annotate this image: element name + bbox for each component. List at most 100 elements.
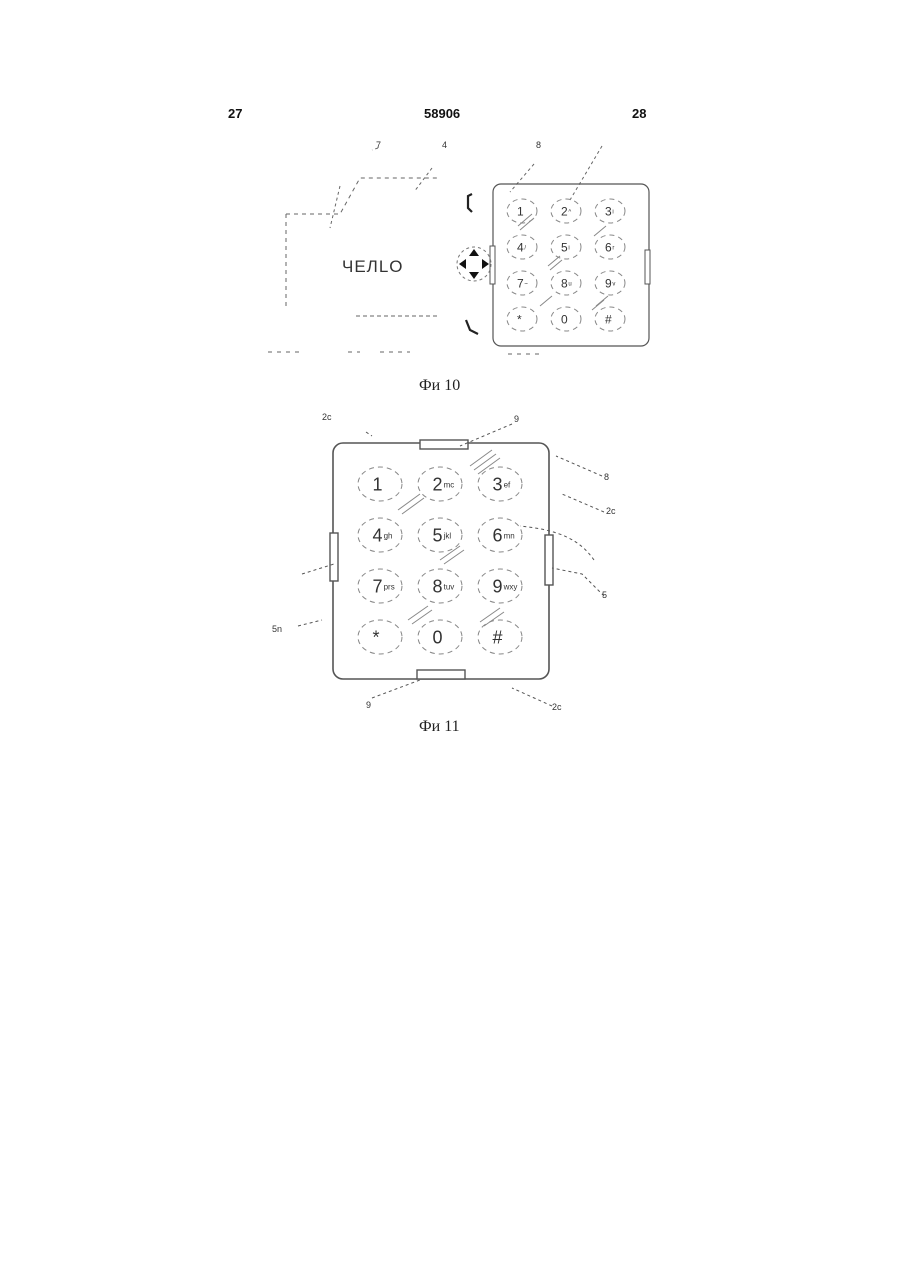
fig11-key-digit: 1 [372, 474, 382, 494]
fig10-key-digit: 5 [561, 240, 568, 254]
fig10-key-digit: 2 [561, 204, 568, 218]
arrow-down-icon [469, 272, 479, 279]
fig10-key-letters: r [612, 245, 614, 251]
call-handset-icon [468, 194, 472, 212]
fig10-key-digit: 9 [605, 276, 612, 290]
fig11-ref-9-top: 9 [514, 414, 519, 424]
fig11-key-digit: 4 [372, 525, 382, 545]
fig11-key-digit: # [492, 627, 502, 647]
fig11-ref-top-left: 2c [322, 412, 332, 422]
fig11-left-connector [330, 533, 338, 581]
fig10-key-letters: ^ [568, 209, 571, 215]
fig11-key-letters: gh [384, 532, 393, 541]
fig10-ref-7: 7 [376, 140, 381, 150]
fig11-key-letters: wxy [503, 583, 518, 592]
fig11-key-letters: tuv [444, 583, 455, 592]
fig11-key-11: 0 [418, 620, 462, 654]
fig11-key-4: 4gh [358, 518, 402, 552]
fig11-key-letters: jkl [443, 532, 452, 541]
fig11-key-digit: 8 [432, 576, 442, 596]
fig10-key-5: 5i [551, 235, 581, 259]
fig11-key-digit: * [372, 627, 379, 647]
fig10-key-4: 4/ [507, 235, 537, 259]
fig10-key-digit: 4 [517, 240, 524, 254]
fig10-leader-8 [510, 164, 534, 192]
fig10-display-text: ЧЕЛLO [342, 257, 404, 276]
fig10-leader-keypad [570, 146, 602, 200]
fig11-key-digit: 2 [432, 474, 442, 494]
figure-10-caption: Фи 10 [419, 377, 460, 395]
fig10-ref-8: 8 [536, 140, 541, 150]
fig11-ref-2c-right: 2c [606, 506, 616, 516]
figure-11 [298, 424, 604, 706]
fig11-leader-top-left [366, 432, 372, 436]
fig10-key-3: 3i [595, 199, 625, 223]
fig10-key-1: 1 [507, 199, 537, 223]
fig10-key-7: 7~ [507, 271, 537, 295]
fig11-key-10: * [358, 620, 402, 654]
navigation-pad [457, 247, 491, 281]
fig11-leader-curve [520, 526, 594, 560]
fig11-ref-bottom-right: 2c [552, 702, 562, 712]
fig10-key-8: 8u [551, 271, 581, 295]
fig11-key-1: 1 [358, 467, 402, 501]
fig11-ref-5-right: 5 [602, 590, 607, 600]
fig10-key-letters: v [612, 281, 615, 287]
fig11-key-digit: 9 [492, 576, 502, 596]
arrow-left-icon [459, 259, 466, 269]
fig11-key-letters: mc [444, 481, 455, 490]
fig11-ref-9-bottom: 9 [366, 700, 371, 710]
fig10-key-digit: # [605, 312, 612, 326]
fig11-key-12: # [478, 620, 522, 654]
fig10-key-letters: i [612, 209, 613, 215]
fig11-key-digit: 0 [432, 627, 442, 647]
fig11-key-3: 3ef [478, 467, 522, 501]
fig11-key-letters: prs [384, 583, 395, 592]
fig10-key-digit: * [517, 312, 522, 326]
fig11-leader-9-bottom [372, 680, 420, 698]
fig11-bottom-connector [417, 670, 465, 679]
fig11-leader-5n [298, 620, 322, 626]
fig10-leader-4 [414, 168, 432, 192]
fig11-leader-5-right [552, 568, 604, 596]
fig11-key-digit: 5 [432, 525, 442, 545]
fig11-leader-2c-right [562, 494, 604, 512]
fig10-key-2: 2^ [551, 199, 581, 223]
fig11-key-digit: 7 [372, 576, 382, 596]
fig10-display-outline-top [286, 178, 440, 214]
arrow-up-icon [469, 249, 479, 256]
fig10-key-digit: 8 [561, 276, 568, 290]
fig11-key-6: 6mn [478, 518, 522, 552]
figure-11-caption: Фи 11 [419, 718, 460, 736]
fig11-right-connector [545, 535, 553, 585]
fig10-key-6: 6r [595, 235, 625, 259]
fig11-leader-8 [556, 456, 602, 476]
fig11-ref-5n: 5n [272, 624, 282, 634]
fig11-key-digit: 6 [492, 525, 502, 545]
fig10-key-letters: u [568, 281, 571, 287]
fig11-key-letters: ef [504, 481, 511, 490]
fig10-ref-4: 4 [442, 140, 447, 150]
fig11-key-digit: 3 [492, 474, 502, 494]
fig10-key-9: 9v [595, 271, 625, 295]
fig10-key-11: 0 [551, 307, 581, 331]
fig11-key-2: 2mc [418, 467, 462, 501]
fig10-key-letters: / [524, 245, 526, 251]
fig11-top-connector [420, 440, 468, 449]
fig10-key-10: * [507, 307, 537, 331]
fig11-key-9: 9wxy [478, 569, 522, 603]
fig10-key-letters: i [568, 245, 569, 251]
figure-10 [268, 146, 650, 354]
fig10-key-digit: 1 [517, 204, 524, 218]
fig10-hatching [518, 214, 608, 310]
fig10-key-digit: 6 [605, 240, 612, 254]
fig11-leader-left [302, 564, 334, 574]
fig10-key-digit: 3 [605, 204, 612, 218]
fig10-key-digit: 7 [517, 276, 524, 290]
fig11-key-ring [358, 620, 402, 654]
fig10-key-letters: ~ [524, 281, 528, 287]
fig11-leader-bottom-right [512, 688, 552, 706]
fig11-ref-8: 8 [604, 472, 609, 482]
fig11-keys: 1 2mc 3ef 4gh 5jkl 6mn 7prs 8tuv 9wxy * 0 # [358, 467, 522, 654]
